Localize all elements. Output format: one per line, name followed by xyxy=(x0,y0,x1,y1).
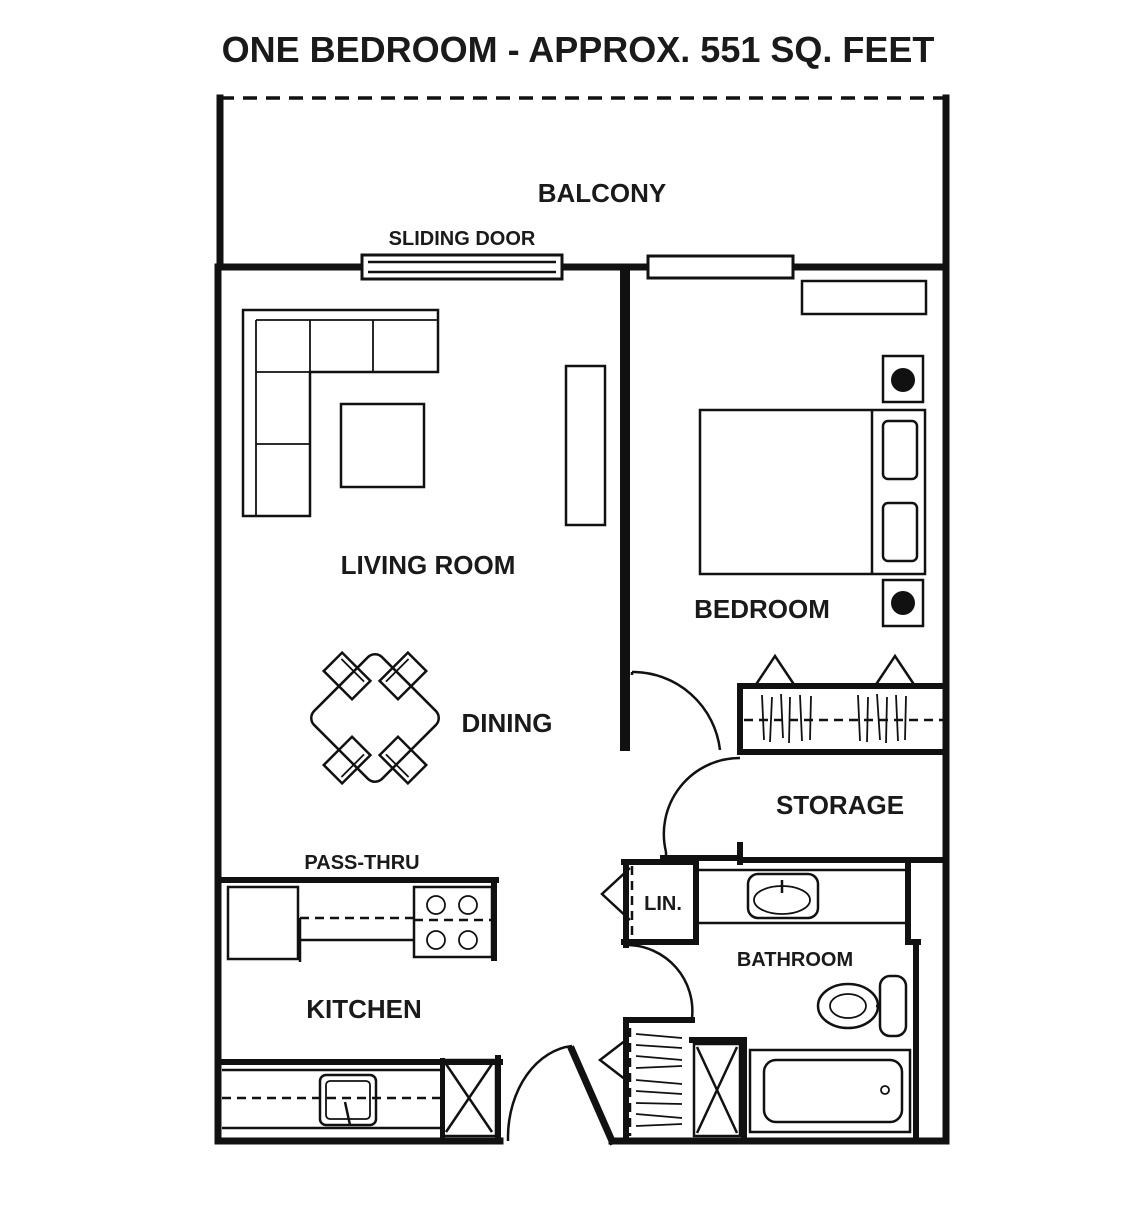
plan-title: ONE BEDROOM - APPROX. 551 SQ. FEET xyxy=(222,29,935,70)
bathtub xyxy=(748,1048,912,1134)
bed xyxy=(698,408,927,576)
balcony xyxy=(216,94,950,270)
bathroom-label: BATHROOM xyxy=(737,949,853,971)
bedroom-closet xyxy=(744,653,944,744)
bathroom-vanity xyxy=(696,868,906,925)
bath-closet xyxy=(597,1028,742,1138)
balcony-label: BALCONY xyxy=(538,178,667,208)
linen-label: LIN. xyxy=(644,893,682,915)
stove xyxy=(412,885,494,959)
fridge xyxy=(440,1058,498,1138)
nightstand-bottom xyxy=(881,578,925,628)
living-room-label: LIVING ROOM xyxy=(341,550,516,580)
sectional-sofa xyxy=(241,308,440,518)
pass-thru-label: PASS-THRU xyxy=(304,852,419,874)
door-swings xyxy=(506,670,741,1141)
coffee-table xyxy=(339,402,426,489)
storage-label: STORAGE xyxy=(776,790,904,820)
nightstand-top xyxy=(881,354,925,404)
kitchen-counter xyxy=(226,878,414,962)
dining-label: DINING xyxy=(462,708,553,738)
tv-console xyxy=(564,364,607,527)
dining-set xyxy=(310,650,440,786)
kitchen-sink-counter xyxy=(222,1068,440,1130)
sliding-door xyxy=(360,253,564,281)
toilet xyxy=(816,974,908,1038)
kitchen-label: KITCHEN xyxy=(306,994,422,1024)
linen-arrow xyxy=(600,867,631,921)
bedroom-window xyxy=(646,254,795,280)
bedroom-label: BEDROOM xyxy=(694,594,830,624)
interior-walls xyxy=(219,267,949,1144)
sliding-door-label: SLIDING DOOR xyxy=(389,228,536,250)
exterior-walls xyxy=(214,263,950,1146)
dresser xyxy=(800,279,928,316)
